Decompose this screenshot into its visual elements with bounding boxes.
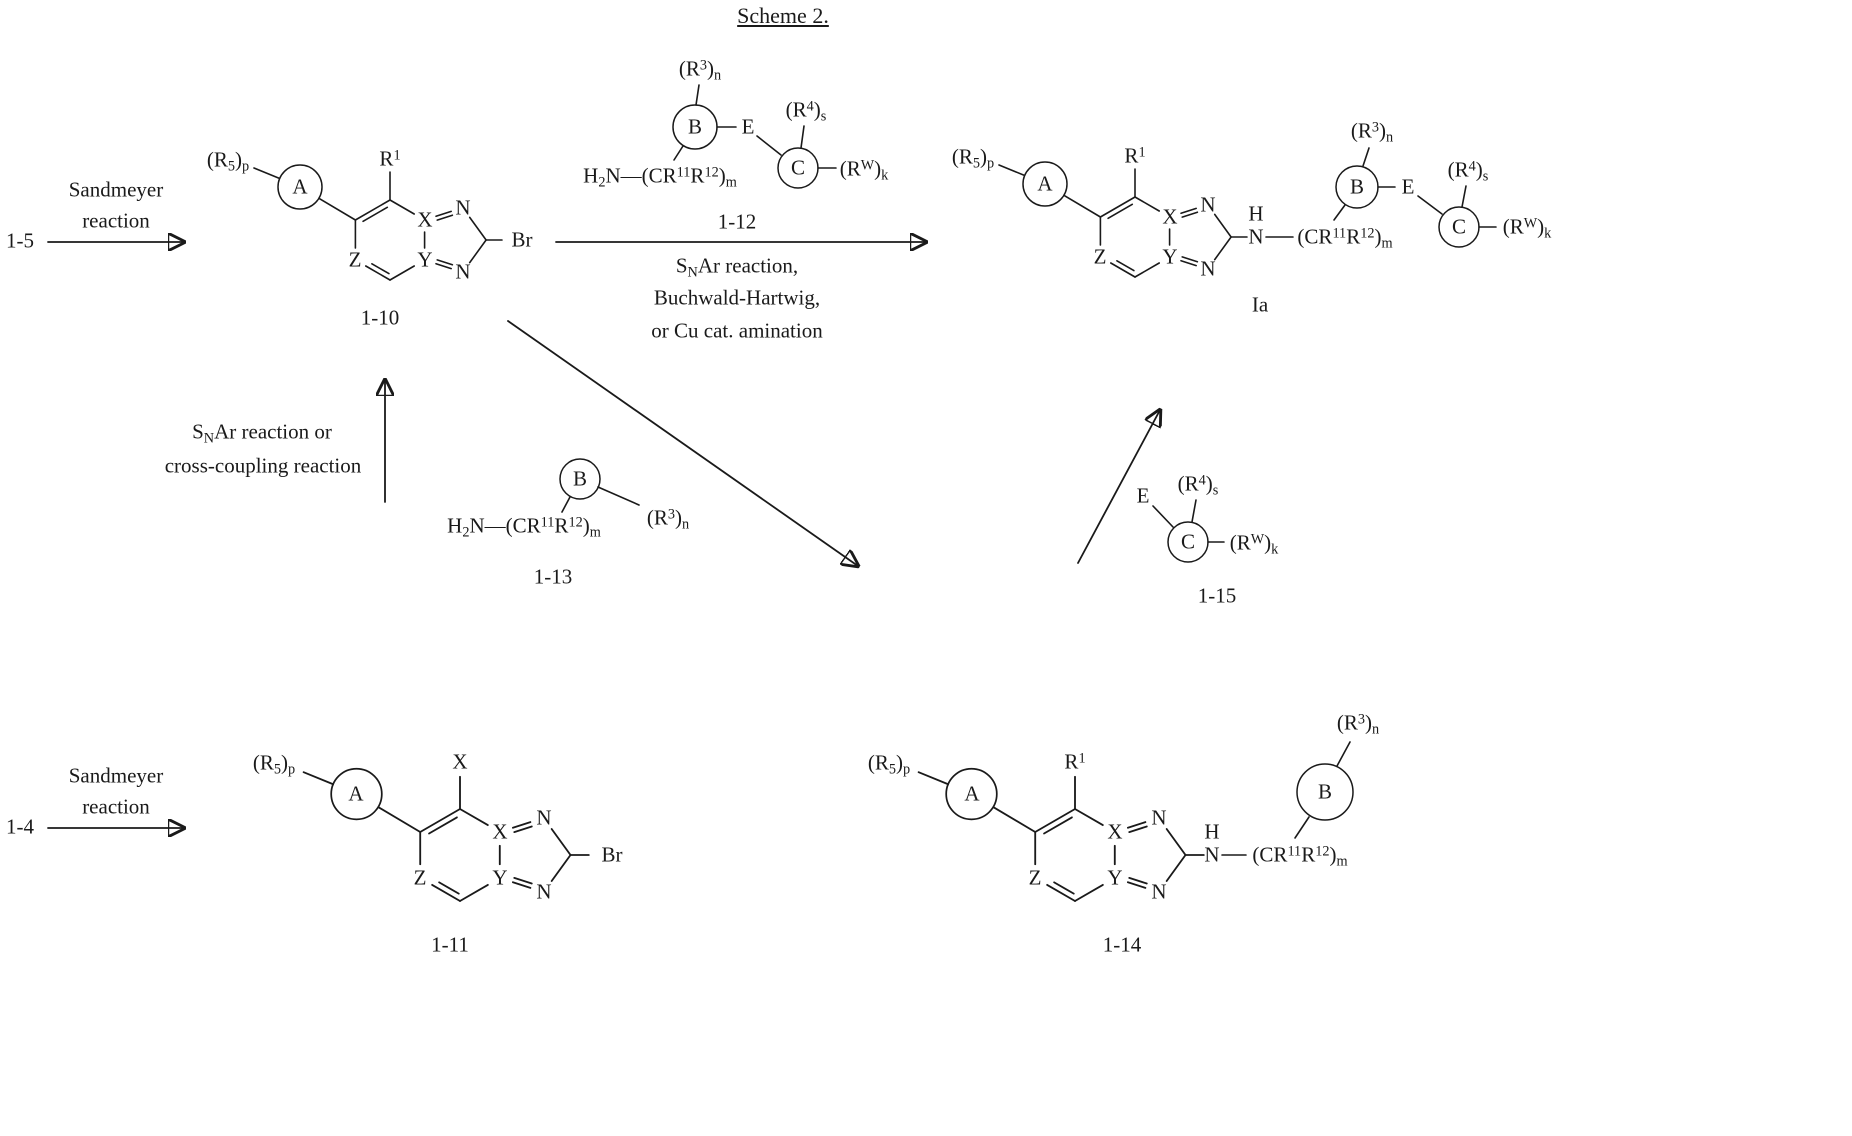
c114-atom-x: X: [1107, 819, 1123, 844]
c111-atom-y: Y: [492, 865, 508, 890]
c111-atom-z: Z: [413, 865, 427, 890]
cIa-atom-z: Z: [1093, 244, 1107, 269]
cIa-atom-n-top: N: [1200, 192, 1216, 217]
c114-atom-n-bot: N: [1151, 879, 1167, 904]
c110-atom-z: Z: [348, 247, 362, 272]
c111-ring-a: A: [348, 781, 364, 806]
c111-atom-x: X: [492, 819, 508, 844]
c114-top-sub: R1: [1064, 749, 1086, 774]
cIa-ring-b: B: [1349, 174, 1365, 199]
c114-ring-b: B: [1317, 779, 1333, 804]
c112-ring-b: B: [687, 114, 703, 139]
structure-1-14-bonds: [1221, 741, 1354, 856]
reactant-1-4: 1-4: [6, 814, 34, 839]
c113-amine: H2N—(CR11R12)m: [447, 513, 601, 541]
c113-r3n: (R3)n: [646, 505, 690, 533]
structure-1-15-bonds: [1152, 499, 1225, 563]
sandmeyer-top-caption-1: Sandmeyer: [68, 177, 164, 202]
cIa-rwk: (RW)k: [1502, 214, 1552, 242]
cIa-linker-e: E: [1401, 174, 1415, 199]
c110-atom-x: X: [417, 207, 433, 232]
c114-atom-y: Y: [1107, 865, 1123, 890]
structure-1-13-bonds: [559, 458, 640, 513]
sandmeyer-bottom-caption-1: Sandmeyer: [68, 763, 164, 788]
cIa-atom-n-bot: N: [1200, 256, 1216, 281]
c114-r3n: (R3)n: [1336, 710, 1380, 738]
c110-atom-y: Y: [417, 247, 433, 272]
cIa-r5p: (R5)p: [951, 144, 995, 172]
cIa-top-sub: R1: [1124, 143, 1146, 168]
c110-top-sub: R1: [379, 146, 401, 171]
c114-nh-h: H: [1204, 819, 1220, 844]
c112-r3n: (R3)n: [678, 56, 722, 84]
cIa-chain: (CR11R12)m: [1297, 224, 1393, 252]
structure-1-12-bonds: [672, 84, 837, 189]
c113-ring-b: B: [572, 466, 588, 491]
cIa-r4s: (R4)s: [1447, 157, 1489, 185]
c112-linker-e: E: [741, 114, 755, 139]
cIa-nh-n: N: [1248, 224, 1264, 249]
c114-atom-z: Z: [1028, 865, 1042, 890]
cIa-id: Ia: [1251, 292, 1269, 317]
c111-r5p: (R5)p: [252, 750, 296, 778]
c111-id: 1-11: [431, 932, 469, 957]
amination-caption-1: SNAr reaction,: [675, 253, 799, 281]
snar-coupling-caption-1: SNAr reaction or: [192, 419, 332, 447]
c115-linker-e: E: [1136, 483, 1150, 508]
c110-ring-a: A: [292, 174, 308, 199]
c110-halide: Br: [511, 227, 533, 252]
snar-coupling-caption-2: cross-coupling reaction: [164, 453, 362, 478]
cIa-r3n: (R3)n: [1350, 118, 1394, 146]
c110-id: 1-10: [360, 305, 400, 330]
c112-ring-c: C: [790, 155, 806, 180]
sandmeyer-bottom-caption-2: reaction: [82, 794, 150, 819]
c111-atom-n-bot: N: [536, 879, 552, 904]
amination-caption-2: Buchwald-Hartwig,: [653, 285, 821, 310]
c114-chain: (CR11R12)m: [1252, 842, 1348, 870]
c114-r5p: (R5)p: [867, 750, 911, 778]
c110-r5p: (R5)p: [206, 147, 250, 175]
reactant-1-5: 1-5: [6, 228, 34, 253]
c110-atom-n-bot: N: [455, 259, 471, 284]
cIa-atom-x: X: [1162, 204, 1178, 229]
c114-ring-a: A: [964, 781, 980, 806]
c115-rwk: (RW)k: [1229, 530, 1279, 558]
reaction-arrows: [47, 242, 1160, 828]
c111-atom-n-top: N: [536, 805, 552, 830]
scheme-title: Scheme 2.: [737, 3, 829, 28]
arrow-diagonal-up: [1077, 410, 1160, 564]
c113-id: 1-13: [533, 564, 573, 589]
ring-b-circle: [559, 458, 601, 500]
c112-rwk: (RW)k: [839, 156, 889, 184]
c115-r4s: (R4)s: [1177, 471, 1219, 499]
c114-atom-n-top: N: [1151, 805, 1167, 830]
c110-atom-n-top: N: [455, 195, 471, 220]
ring-b-circle: [1296, 763, 1354, 821]
c112-r4s: (R4)s: [785, 97, 827, 125]
c111-top-sub: X: [452, 749, 468, 774]
cIa-ring-c: C: [1451, 214, 1467, 239]
c112-id: 1-12: [717, 209, 757, 234]
arrow-diagonal-down: [507, 320, 858, 566]
amination-caption-3: or Cu cat. amination: [651, 318, 823, 343]
c114-id: 1-14: [1102, 932, 1142, 957]
c114-nh-n: N: [1204, 842, 1220, 867]
structure-Ia-bonds: [1265, 147, 1497, 248]
c112-amine: H2N—(CR11R12)m: [583, 163, 737, 191]
sandmeyer-top-caption-2: reaction: [82, 208, 150, 233]
c115-ring-c: C: [1180, 529, 1196, 554]
cIa-ring-a: A: [1037, 171, 1053, 196]
cIa-nh-h: H: [1248, 201, 1264, 226]
c115-id: 1-15: [1197, 583, 1237, 608]
cIa-atom-y: Y: [1162, 244, 1178, 269]
c111-halide: Br: [601, 842, 623, 867]
